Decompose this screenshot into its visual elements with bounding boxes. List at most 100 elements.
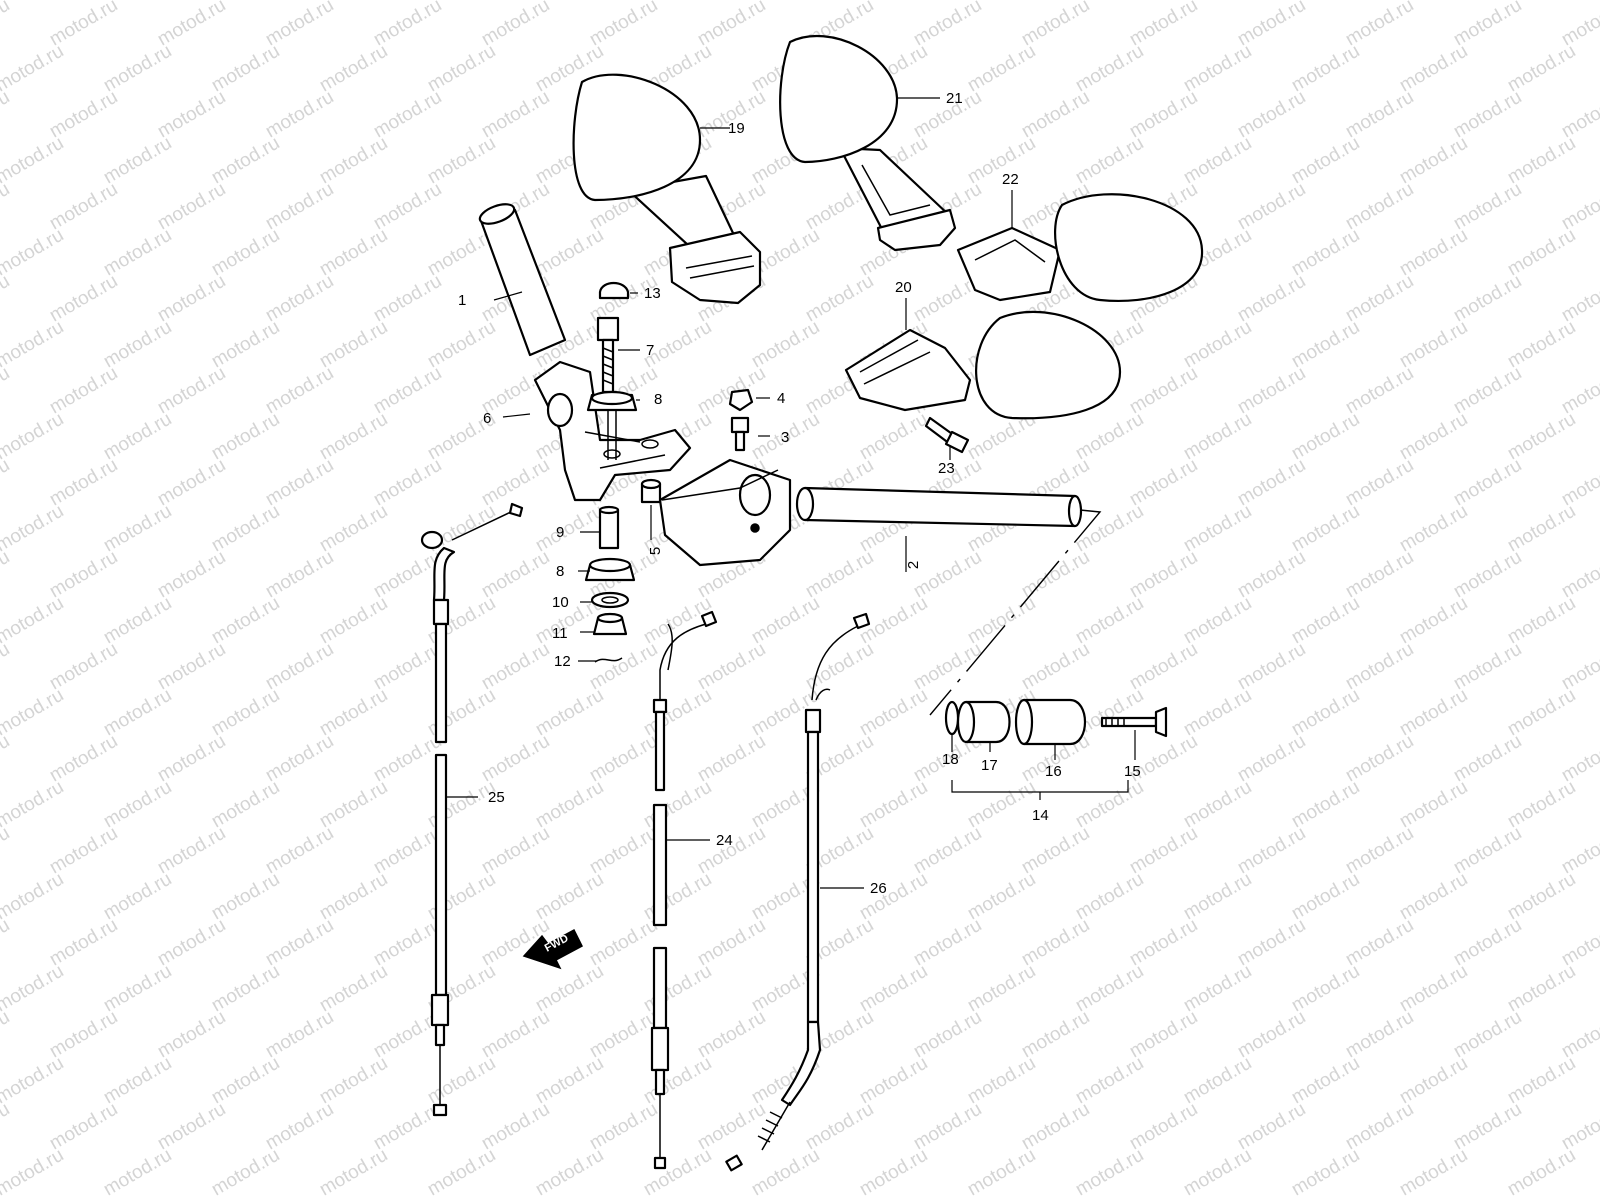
callout-16: 16 [1045, 763, 1062, 780]
watermark-text: motod.ru [0, 41, 67, 97]
callout-4: 4 [777, 390, 785, 407]
callout-21: 21 [946, 90, 963, 107]
handlebar-pipe-right-2 [795, 486, 1083, 528]
watermark-text: motod.ru [1558, 547, 1600, 603]
cable-26 [725, 612, 871, 1172]
watermark-text: motod.ru [1558, 639, 1600, 695]
callout-8a: 8 [654, 391, 662, 408]
watermark-text: motod.ru [856, 1145, 931, 1200]
watermark-text: motod.ru [0, 455, 13, 511]
callout-7: 7 [646, 342, 654, 359]
callout-8b: 8 [556, 563, 564, 580]
callout-3: 3 [781, 429, 789, 446]
callout-11: 11 [552, 625, 568, 642]
cap-13 [598, 281, 630, 300]
callout-10: 10 [552, 594, 569, 611]
watermark-text: motod.ru [0, 685, 67, 741]
cable-25 [420, 502, 524, 1117]
watermark-text: motod.ru [640, 1145, 715, 1200]
washer-18 [944, 700, 960, 736]
handlebar-holder-right [658, 458, 792, 567]
handlebar-pipe-left-1 [478, 203, 567, 357]
watermark-text: motod.ru [0, 87, 13, 143]
watermark-text: motod.ru [1558, 915, 1600, 971]
watermark-text: motod.ru [0, 823, 13, 879]
watermark-text: motod.ru [0, 869, 67, 925]
watermark-text: motod.ru [1558, 455, 1600, 511]
weight-17 [956, 700, 1011, 744]
rubber-8-upper [586, 390, 638, 460]
watermark-text: motod.ru [0, 271, 13, 327]
watermark-text: motod.ru [1072, 1145, 1147, 1200]
weight-16 [1014, 698, 1087, 746]
callout-24: 24 [716, 832, 733, 849]
callout-12: 12 [554, 653, 571, 670]
nut-11 [592, 612, 628, 636]
watermark-text: motod.ru [1180, 1145, 1255, 1200]
callout-5: 5 [647, 547, 664, 555]
watermark-text: motod.ru [1558, 179, 1600, 235]
callout-17: 17 [981, 757, 998, 774]
watermark-text: motod.ru [0, 1099, 13, 1155]
watermark-text: motod.ru [0, 1007, 13, 1063]
callout-14: 14 [1032, 807, 1049, 824]
watermark-text: motod.ru [1558, 271, 1600, 327]
callout-23: 23 [938, 460, 955, 477]
callout-9: 9 [556, 524, 564, 541]
watermark-text: motod.ru [0, 1053, 67, 1109]
mirror-20 [844, 310, 1122, 420]
watermark-text: motod.ru [1396, 1145, 1471, 1200]
watermark-text: motod.ru [0, 1145, 67, 1200]
callout-6: 6 [483, 410, 491, 427]
explode-line [929, 509, 1102, 716]
cotter-pin-12 [594, 657, 623, 663]
watermark-text: motod.ru [0, 225, 67, 281]
watermark-text: motod.ru [0, 777, 67, 833]
watermark-text: motod.ru [0, 317, 67, 373]
bolt-7 [596, 316, 620, 394]
bolt-23 [924, 416, 970, 454]
bolt-3 [730, 416, 750, 452]
mirror-right-21 [779, 34, 957, 252]
watermark-text: motod.ru [0, 363, 13, 419]
watermark-text: motod.ru [208, 1145, 283, 1200]
washer-10 [590, 591, 630, 609]
watermark-text: motod.ru [100, 1145, 175, 1200]
watermark-text: motod.ru [1288, 1145, 1363, 1200]
watermark-text: motod.ru [1504, 1145, 1579, 1200]
callout-labels: 1 2 3 4 5 6 7 8 8 9 10 11 12 13 14 15 16… [458, 90, 1141, 897]
callout-2: 2 [905, 561, 922, 569]
watermark-text: motod.ru [748, 1145, 823, 1200]
watermark-text: motod.ru [0, 409, 67, 465]
watermark-text: motod.ru [0, 961, 67, 1017]
callout-26: 26 [870, 880, 887, 897]
callout-25: 25 [488, 789, 505, 806]
watermark-text: motod.ru [0, 639, 13, 695]
handlebar-holder-left-6 [533, 360, 692, 502]
rubber-8-lower [584, 557, 636, 582]
watermark-text: motod.ru [0, 0, 13, 50]
screw-15 [1100, 706, 1168, 738]
watermark-text: motod.ru [0, 731, 13, 787]
nut-4 [728, 388, 754, 412]
nut-5 [640, 478, 662, 504]
watermark-text: motod.ru [316, 1145, 391, 1200]
watermark-text: motod.ru [964, 1145, 1039, 1200]
watermark-text: motod.ru [424, 1145, 499, 1200]
mirror-left-19 [572, 73, 762, 305]
callout-20: 20 [895, 279, 912, 296]
watermark-text: motod.ru [1558, 363, 1600, 419]
collar-9 [598, 505, 620, 550]
watermark-text: motod.ru [0, 547, 13, 603]
watermark-text: motod.ru [0, 133, 67, 189]
watermark-text: motod.ru [0, 915, 13, 971]
callout-22: 22 [1002, 171, 1019, 188]
watermark-text: motod.ru [0, 593, 67, 649]
watermark-text: motod.ru [1558, 87, 1600, 143]
watermark-text: motod.ru [1558, 1007, 1600, 1063]
callout-15: 15 [1124, 763, 1141, 780]
callout-18: 18 [942, 751, 959, 768]
callout-1: 1 [458, 292, 466, 309]
